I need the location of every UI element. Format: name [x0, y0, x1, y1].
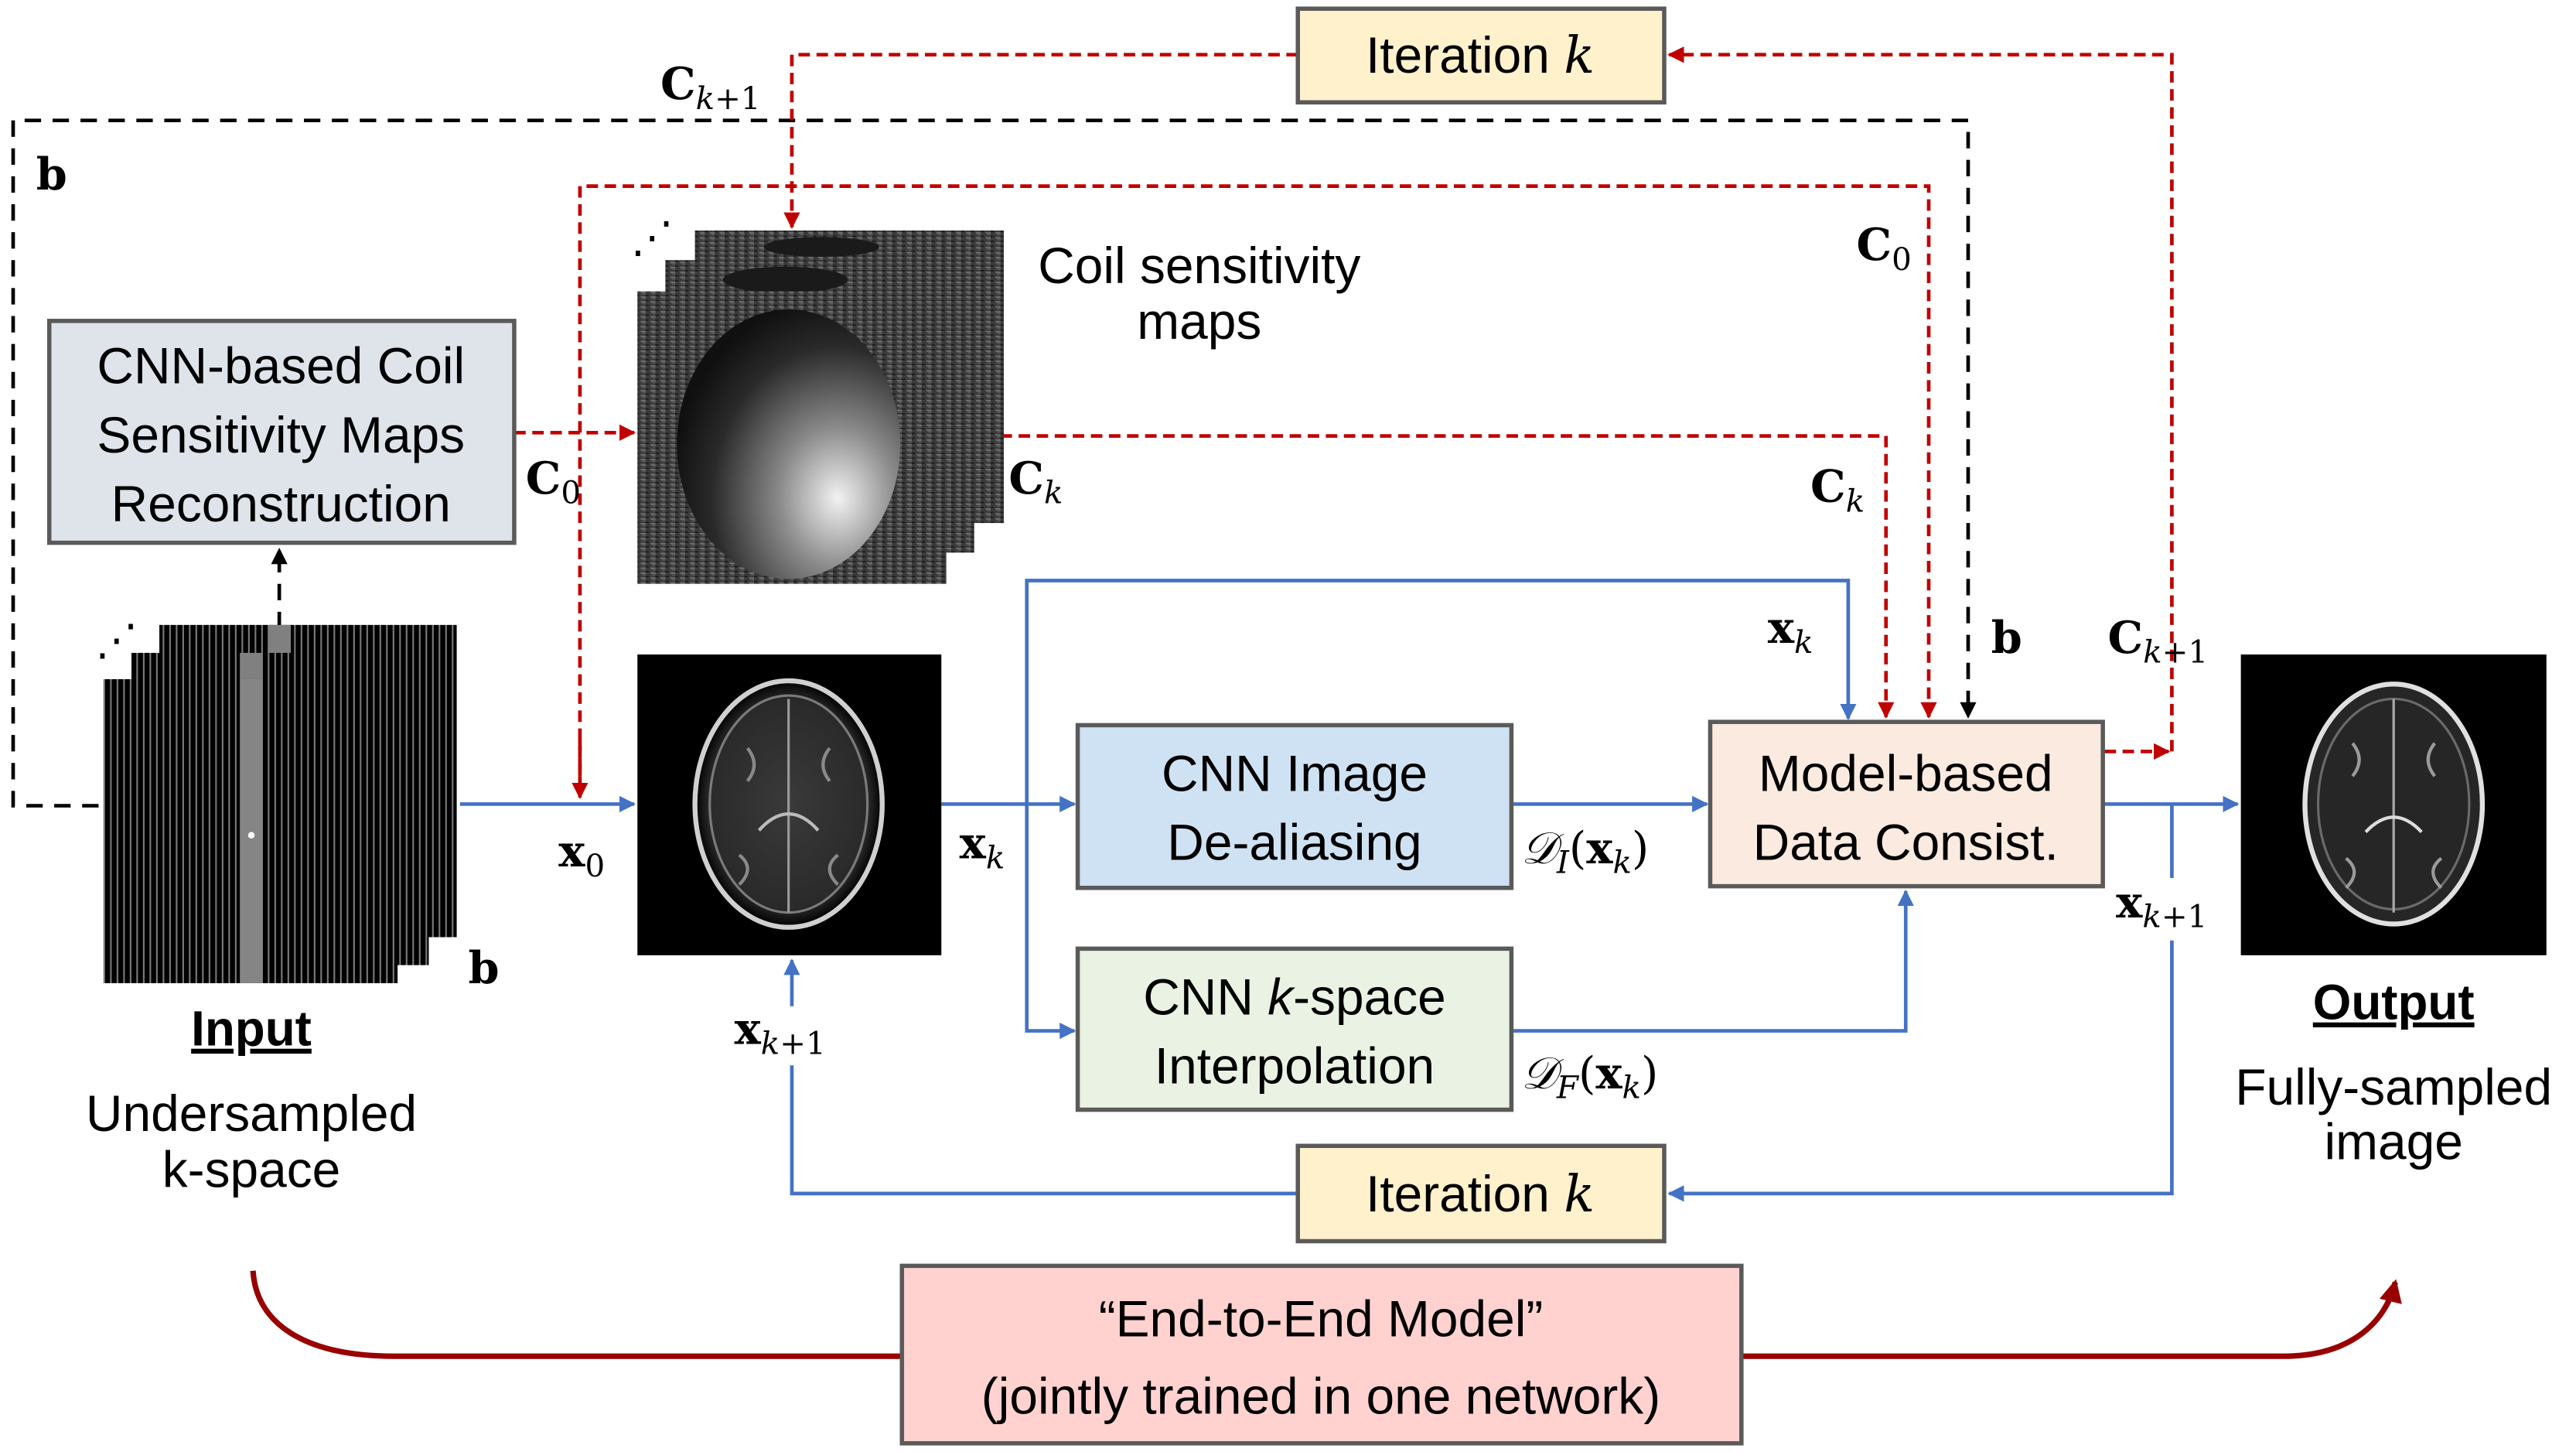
- input-title: Input: [191, 1001, 312, 1057]
- df-to-dc-line: [1511, 889, 1914, 1033]
- input-desc-2: k-space: [162, 1140, 341, 1197]
- b-label-input: b: [468, 941, 499, 994]
- ck-label-right: Ck: [1810, 460, 1865, 520]
- input-kspace-stack: ⋰: [95, 616, 457, 983]
- kspace-cnn-suffix: -space: [1293, 968, 1446, 1025]
- kspace-cnn-line-2: Interpolation: [1155, 1037, 1435, 1095]
- coil-cnn-line-2: Sensitivity Maps: [97, 406, 465, 463]
- coil-sensitivity-maps-stack: ⋰: [631, 214, 1004, 584]
- dc-line-2: Data Consist.: [1753, 814, 2059, 871]
- kspace-cnn-box: CNN k-space Interpolation: [1075, 946, 1514, 1112]
- x0-brain-image: [637, 654, 942, 955]
- iteration-top-label: Iteration: [1366, 26, 1564, 84]
- xk1-loop-line-b: [1667, 940, 2174, 1202]
- xk-to-kspace-cnn-line: [1025, 804, 1076, 1040]
- output-brain-image: [2240, 654, 2547, 955]
- kspace-cnn-prefix: CNN: [1143, 968, 1268, 1025]
- kspace-center-lines: [240, 678, 263, 983]
- df-xk-label: 𝒟F(xk): [1521, 1047, 1658, 1106]
- coil-maps-caption-2: maps: [1137, 292, 1261, 350]
- input-desc-1: Undersampled: [86, 1085, 417, 1142]
- x0-label: x0: [558, 825, 605, 884]
- c0-label-right: C0: [1857, 218, 1912, 278]
- xk1-to-iteration-exit-line: [790, 1065, 1298, 1196]
- svg-text:CNN k-space: CNN k-space: [1143, 968, 1446, 1025]
- ck1-label-top: Ck+1: [660, 57, 761, 117]
- b-label-dc: b: [1991, 611, 2022, 664]
- svg-text:Iteration k: Iteration k: [1366, 1164, 1595, 1224]
- coil-cnn-box: CNN-based Coil Sensitivity Maps Reconstr…: [46, 319, 517, 545]
- image-cnn-box: CNN Image De-aliasing: [1075, 723, 1514, 890]
- xk-label-dc: xk: [1768, 601, 1813, 661]
- iteration-top-k: k: [1564, 26, 1595, 85]
- end-to-end-line-2: (jointly trained in one network): [981, 1368, 1660, 1425]
- ck1-label-right: Ck+1: [2108, 611, 2209, 671]
- svg-text:Iteration k: Iteration k: [1366, 26, 1595, 85]
- image-cnn-line-2: De-aliasing: [1167, 814, 1421, 871]
- iteration-bottom-box: Iteration k: [1295, 1143, 1667, 1244]
- coil-map-head: [677, 309, 901, 579]
- di-xk-label: 𝒟I(xk): [1521, 822, 1649, 881]
- iteration-bottom-k: k: [1564, 1164, 1595, 1224]
- b-label-top-left: b: [36, 148, 67, 200]
- output-desc-1: Fully-sampled: [2235, 1058, 2552, 1115]
- end-to-end-right-curve: [1741, 1279, 2402, 1359]
- end-to-end-line-1: “End-to-End Model”: [1099, 1290, 1544, 1348]
- end-to-end-box: “End-to-End Model” (jointly trained in o…: [899, 1263, 1744, 1446]
- output-title: Output: [2313, 975, 2475, 1030]
- xk1-label-left: xk+1: [735, 1003, 826, 1062]
- coil-cnn-line-3: Reconstruction: [111, 475, 451, 532]
- ck-label-left: Ck: [1008, 452, 1063, 511]
- iteration-bottom-label: Iteration: [1366, 1165, 1564, 1222]
- b-kspace-feed-line: [11, 118, 1977, 808]
- kspace-ellipsis: ⋰: [95, 616, 138, 665]
- dc-line-1: Model-based: [1759, 744, 2053, 801]
- coil-maps-ellipsis: ⋰: [631, 214, 674, 263]
- xk1-label-right: xk+1: [2116, 876, 2207, 935]
- end-to-end-left-curve: [250, 1270, 902, 1359]
- ck1-to-iteration-line: [1667, 46, 2174, 752]
- image-cnn-line-1: CNN Image: [1162, 744, 1428, 801]
- coil-maps-caption-1: Coil sensitivity: [1038, 237, 1360, 294]
- iteration-top-box: Iteration k: [1295, 6, 1667, 105]
- output-desc-2: image: [2325, 1112, 2463, 1170]
- xk-to-dc-line: [1025, 579, 1857, 805]
- coil-cnn-line-1: CNN-based Coil: [97, 337, 465, 395]
- ck1-to-coil-maps-line: [783, 53, 1298, 229]
- c0-label-left: C0: [526, 452, 581, 511]
- xk-label-left: xk: [960, 817, 1005, 876]
- data-consistency-box: Model-based Data Consist.: [1708, 719, 2105, 889]
- kspace-cnn-k: k: [1268, 968, 1295, 1025]
- ck-line: [946, 434, 1895, 719]
